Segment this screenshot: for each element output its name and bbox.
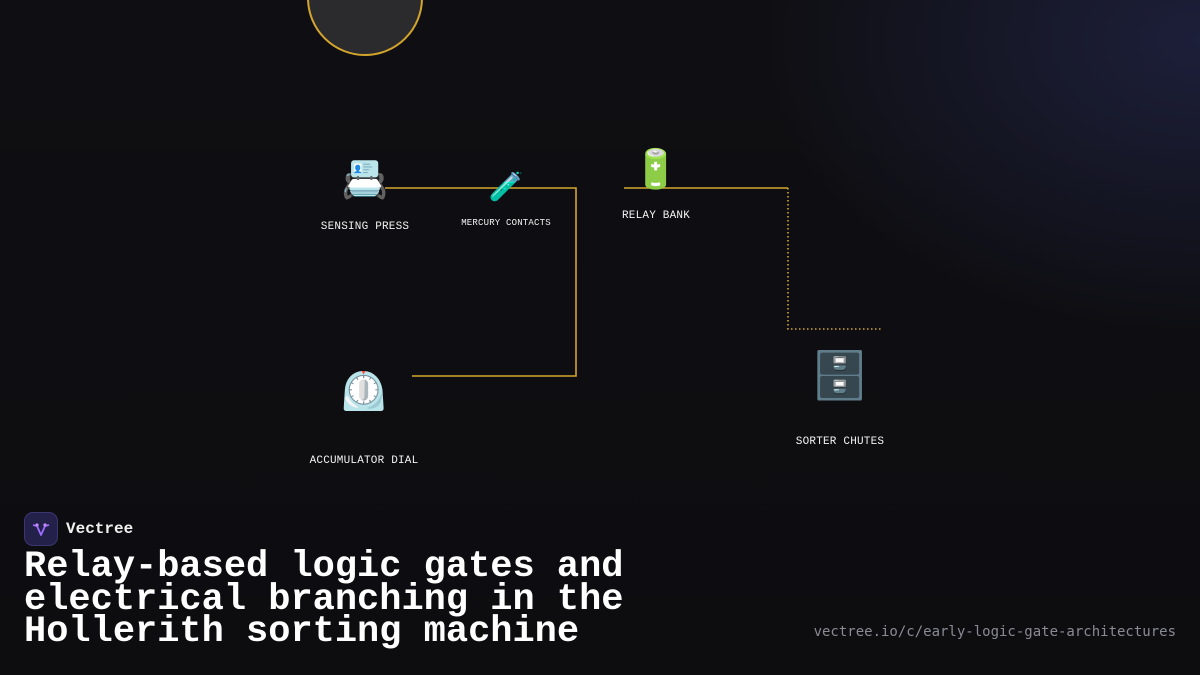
page-title: Relay-based logic gates and electrical b… <box>24 546 624 653</box>
node-accumulator-dial[interactable]: ⏲️ ACCUMULATOR DIAL <box>309 373 419 468</box>
timer-clock-icon: ⏲️ <box>340 373 388 416</box>
node-label-sensing-press: SENSING PRESS <box>320 221 410 233</box>
wire-relay-to-sorter-dotted <box>787 188 881 330</box>
battery-icon: 🔋 <box>632 151 680 194</box>
brand[interactable]: Vectree <box>24 512 133 546</box>
file-cabinet-icon: 🗄️ <box>811 353 869 405</box>
node-mercury-contacts[interactable]: 🧪 MERCURY CONTACTS <box>461 174 551 229</box>
node-sensing-press[interactable]: 📇 SENSING PRESS <box>320 161 410 234</box>
page-url[interactable]: vectree.io/c/early-logic-gate-architectu… <box>813 624 1176 640</box>
card-index-icon: 📇 <box>341 161 389 204</box>
vectree-logo-icon <box>24 512 58 546</box>
node-relay-bank[interactable]: 🔋 RELAY BANK <box>621 151 691 223</box>
test-tube-icon: 🧪 <box>488 174 524 205</box>
brand-name: Vectree <box>66 520 134 538</box>
node-sorter-chutes[interactable]: 🗄️ SORTER CHUTES <box>796 356 884 448</box>
node-label-mercury-contacts: MERCURY CONTACTS <box>461 218 551 228</box>
node-label-sorter-chutes: SORTER CHUTES <box>795 436 885 448</box>
node-label-accumulator-dial: ACCUMULATOR DIAL <box>309 455 419 467</box>
wire-sensing-to-accumulator <box>385 187 577 377</box>
node-label-relay-bank: RELAY BANK <box>621 210 691 222</box>
